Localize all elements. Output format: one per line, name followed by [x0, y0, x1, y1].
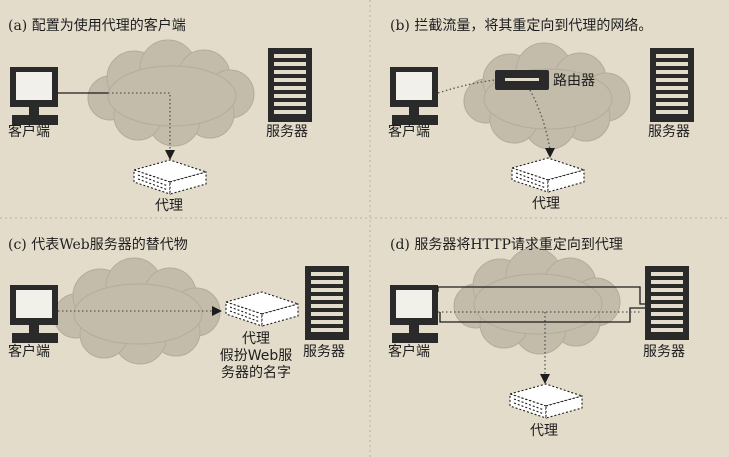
panel-a-client-label: 客户端: [8, 124, 50, 140]
panel-c-client-computer-icon: [10, 285, 58, 343]
panel-a-arrow-icon: [165, 150, 175, 160]
panel-a-server-label: 服务器: [266, 124, 308, 140]
panel-a-server-icon: [268, 48, 312, 122]
panel-b-server-icon: [650, 48, 694, 122]
panel-b-server-label: 服务器: [648, 124, 690, 140]
panel-b-graphics: [390, 42, 694, 193]
panel-d-server-icon: [645, 266, 689, 340]
panel-b-client-label: 客户端: [388, 124, 430, 140]
panel-a-client-computer-icon: [10, 67, 58, 125]
panel-b-arrow-icon: [545, 148, 555, 158]
panel-d-proxy-icon: [509, 383, 583, 419]
panel-c-proxy-line-1: 代理: [242, 331, 270, 347]
panel-c-title-text: 代表Web服务器的替代物: [31, 237, 188, 253]
panel-d-arrow-icon: [540, 374, 550, 384]
panel-b-proxy-icon: [511, 157, 585, 193]
panel-c-proxy-line-2: 假扮Web服: [219, 348, 293, 364]
panel-a-tag: (a): [8, 18, 28, 34]
panel-a-graphics: [10, 39, 312, 195]
panel-a-proxy-icon: [133, 159, 207, 195]
panel-d-cloud: [453, 247, 621, 355]
panel-b-tag: (b): [390, 18, 410, 34]
panel-d-redirect-loop: [439, 307, 645, 323]
panel-c-graphics: [10, 257, 349, 365]
panel-d-request-loop: [437, 286, 645, 305]
panel-d-title-text: 服务器将HTTP请求重定向到代理: [414, 237, 623, 253]
panel-b-client-computer-icon: [390, 67, 438, 125]
panel-d-tag: (d): [390, 237, 410, 253]
panel-a-proxy-label: 代理: [155, 198, 183, 214]
panel-a-title: (a) 配置为使用代理的客户端: [8, 18, 186, 35]
panel-d-title: (d) 服务器将HTTP请求重定向到代理: [390, 237, 623, 254]
panel-c-server-label: 服务器: [303, 344, 345, 360]
panel-b-title-text: 拦截流量，将其重定向到代理的网络。: [414, 18, 653, 34]
panel-b-client-to-router-path: [437, 79, 496, 94]
panel-b-router-label: 路由器: [553, 73, 595, 89]
panel-d-server-label: 服务器: [643, 344, 685, 360]
panel-c-title: (c) 代表Web服务器的替代物: [8, 237, 188, 254]
panel-b-proxy-label: 代理: [532, 196, 560, 212]
panel-c-server-icon: [305, 266, 349, 340]
panel-b-router-icon: [495, 70, 549, 90]
panel-a-dotted-path: [108, 92, 171, 152]
panel-b-cloud: [463, 42, 631, 150]
panel-d-client-computer-icon: [390, 285, 438, 343]
panel-a-title-text: 配置为使用代理的客户端: [31, 18, 186, 34]
panel-d-client-label: 客户端: [388, 344, 430, 360]
panel-c-client-label: 客户端: [8, 344, 50, 360]
panel-c-proxy-label: 代理 假扮Web服 务器的名字: [214, 331, 298, 382]
panel-c-proxy-line-3: 务器的名字: [221, 365, 291, 381]
panel-d-proxy-label: 代理: [530, 423, 558, 439]
panel-b-router-to-proxy-path: [529, 89, 551, 151]
panel-c-arrow-icon: [212, 306, 222, 316]
panel-b-title: (b) 拦截流量，将其重定向到代理的网络。: [390, 18, 652, 35]
panel-d-graphics: [390, 247, 689, 419]
panel-c-tag: (c): [8, 237, 27, 253]
panel-c-proxy-icon: [225, 291, 299, 327]
